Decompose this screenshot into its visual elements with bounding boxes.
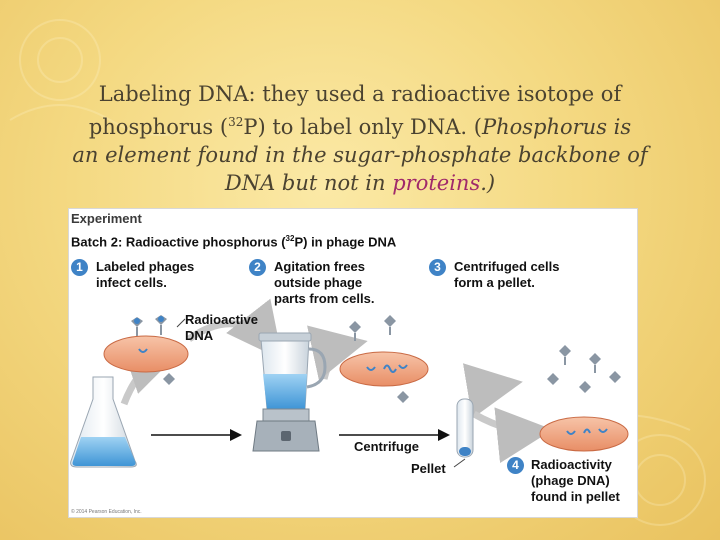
batch-title: Batch 2: Radioactive phosphorus (32P) in… bbox=[71, 234, 397, 250]
infected-cell bbox=[103, 315, 189, 385]
slide-line-4: DNA but not in proteins.) bbox=[224, 171, 496, 195]
slide-text: Labeling DNA: they used a radioactive is… bbox=[60, 80, 660, 197]
centrifuge-tube-icon bbox=[453, 398, 474, 468]
step-3-badge: 3 bbox=[429, 259, 446, 276]
copyright-text: © 2014 Pearson Education, Inc. bbox=[71, 509, 142, 515]
pellet-label: Pellet bbox=[411, 461, 446, 476]
figure-illustration bbox=[70, 298, 629, 468]
agitated-cell bbox=[339, 315, 429, 403]
step-4-label: Radioactivity(phage DNA)found in pellet bbox=[531, 457, 620, 504]
step-4-badge: 4 bbox=[507, 457, 524, 474]
curved-arrow-4 bbox=[462, 363, 523, 419]
curved-arrow-5 bbox=[472, 407, 553, 464]
centrifuge-label: Centrifuge bbox=[354, 439, 419, 454]
slide-line-2: phosphorus (32P) to label only DNA. (Pho… bbox=[88, 115, 632, 139]
slide-line-1: Labeling DNA: they used a radioactive is… bbox=[98, 82, 622, 106]
pellet-cell bbox=[539, 416, 629, 452]
blender-icon bbox=[252, 332, 327, 452]
step-2-badge: 2 bbox=[249, 259, 266, 276]
experiment-figure: Experiment Batch 2: Radioactive phosphor… bbox=[68, 208, 638, 518]
experiment-heading: Experiment bbox=[71, 211, 142, 226]
flask-icon bbox=[70, 376, 137, 468]
free-phages bbox=[547, 345, 621, 393]
step-1-badge: 1 bbox=[71, 259, 88, 276]
slide-line-3: an element found in the sugar-phosphate … bbox=[72, 143, 648, 167]
